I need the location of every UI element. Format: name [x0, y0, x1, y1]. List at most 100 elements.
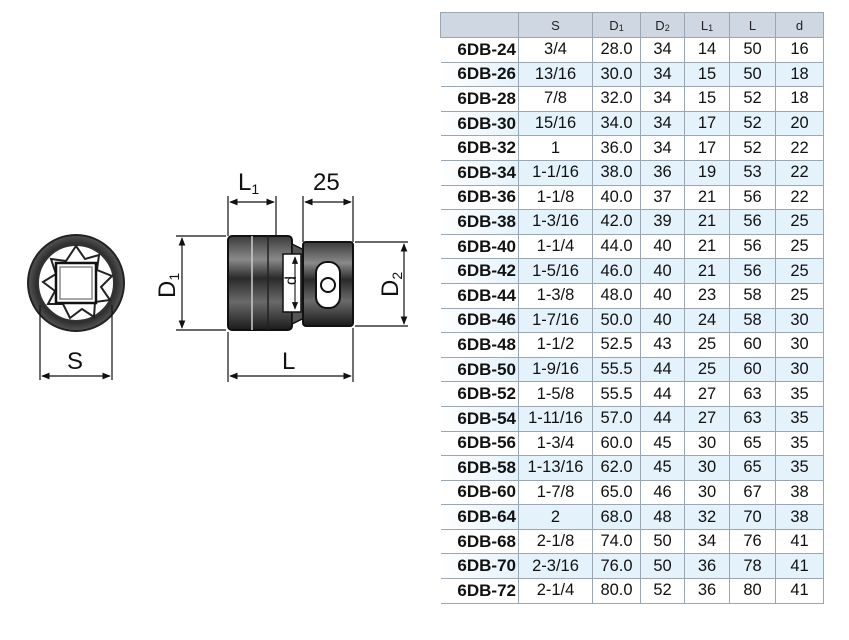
model-cell: 6DB-28: [440, 86, 519, 112]
model-cell: 6DB-48: [440, 332, 519, 358]
value-cell: 16: [775, 37, 824, 63]
value-cell: 70: [729, 504, 776, 530]
value-cell: 22: [775, 184, 824, 211]
value-cell: 21: [684, 258, 730, 284]
value-cell: 22: [775, 135, 824, 161]
value-cell: 52: [729, 110, 776, 137]
value-cell: 42.0: [592, 209, 641, 235]
label-d2: D2: [377, 272, 405, 297]
square-drive: [54, 261, 98, 305]
value-cell: 46.0: [592, 258, 641, 284]
value-cell: 15: [684, 86, 730, 112]
value-cell: 52.5: [592, 332, 641, 358]
value-cell: 17: [684, 135, 730, 161]
label-25: 25: [313, 169, 340, 196]
value-cell: 58: [729, 307, 776, 334]
value-cell: 34: [640, 135, 685, 161]
value-cell: 35: [775, 430, 824, 457]
value-cell: 32.0: [592, 86, 641, 112]
value-cell: 34: [684, 528, 730, 555]
model-cell: 6DB-64: [440, 504, 519, 530]
value-cell: 44: [640, 405, 685, 432]
value-cell: 2-3/16: [518, 553, 593, 580]
value-cell: 1-3/4: [518, 430, 593, 457]
value-cell: 36: [640, 159, 685, 186]
value-cell: 1-1/16: [518, 159, 593, 186]
value-cell: 80.0: [592, 578, 641, 604]
header-cell: d: [775, 12, 824, 38]
value-cell: 25: [684, 356, 730, 383]
model-cell: 6DB-40: [440, 233, 519, 260]
model-cell: 6DB-24: [440, 37, 519, 63]
value-cell: 76: [729, 528, 776, 555]
value-cell: 18: [775, 61, 824, 88]
value-cell: 56: [729, 209, 776, 235]
value-cell: 38.0: [592, 159, 641, 186]
model-cell: 6DB-54: [440, 405, 519, 432]
value-cell: 3/4: [518, 37, 593, 63]
header-cell: D2: [640, 12, 685, 38]
value-cell: 48: [640, 504, 685, 530]
value-cell: 45: [640, 430, 685, 457]
header-cell: L1: [684, 12, 730, 38]
value-cell: 46: [640, 479, 685, 506]
value-cell: 40: [640, 233, 685, 260]
value-cell: 67: [729, 479, 776, 506]
value-cell: 65: [729, 430, 776, 457]
value-cell: 76.0: [592, 553, 641, 580]
value-cell: 25: [775, 282, 824, 309]
model-cell: 6DB-72: [440, 578, 519, 604]
value-cell: 30: [684, 479, 730, 506]
model-cell: 6DB-30: [440, 110, 519, 137]
model-cell: 6DB-26: [440, 61, 519, 88]
value-cell: 41: [775, 553, 824, 580]
value-cell: 1-3/16: [518, 209, 593, 235]
value-cell: 27: [684, 405, 730, 432]
value-cell: 35: [775, 455, 824, 481]
value-cell: 44: [640, 356, 685, 383]
value-cell: 1-11/16: [518, 405, 593, 432]
value-cell: 30: [684, 430, 730, 457]
model-cell: 6DB-70: [440, 553, 519, 580]
value-cell: 1-1/4: [518, 233, 593, 260]
value-cell: 39: [640, 209, 685, 235]
header-cell: L: [729, 12, 776, 38]
value-cell: 20: [775, 110, 824, 137]
value-cell: 34: [640, 86, 685, 112]
value-cell: 40.0: [592, 184, 641, 211]
value-cell: 7/8: [518, 86, 593, 112]
value-cell: 55.5: [592, 356, 641, 383]
value-cell: 1: [518, 135, 593, 161]
model-cell: 6DB-50: [440, 356, 519, 383]
model-cell: 6DB-36: [440, 184, 519, 211]
value-cell: 15/16: [518, 110, 593, 137]
socket-end-view: S: [27, 234, 125, 380]
value-cell: 44: [640, 381, 685, 407]
model-cell: 6DB-52: [440, 381, 519, 407]
label-l1: L1: [238, 169, 259, 197]
value-cell: 50: [640, 528, 685, 555]
model-cell: 6DB-56: [440, 430, 519, 457]
value-cell: 45: [640, 455, 685, 481]
model-cell: 6DB-68: [440, 528, 519, 555]
value-cell: 52: [729, 86, 776, 112]
value-cell: 80: [729, 578, 776, 604]
model-cell: 6DB-38: [440, 209, 519, 235]
value-cell: 18: [775, 86, 824, 112]
value-cell: 21: [684, 184, 730, 211]
value-cell: 50: [729, 37, 776, 63]
header-cell: D1: [592, 12, 641, 38]
value-cell: 40: [640, 282, 685, 309]
value-cell: 52: [729, 135, 776, 161]
value-cell: 17: [684, 110, 730, 137]
value-cell: 53: [729, 159, 776, 186]
value-cell: 38: [775, 479, 824, 506]
